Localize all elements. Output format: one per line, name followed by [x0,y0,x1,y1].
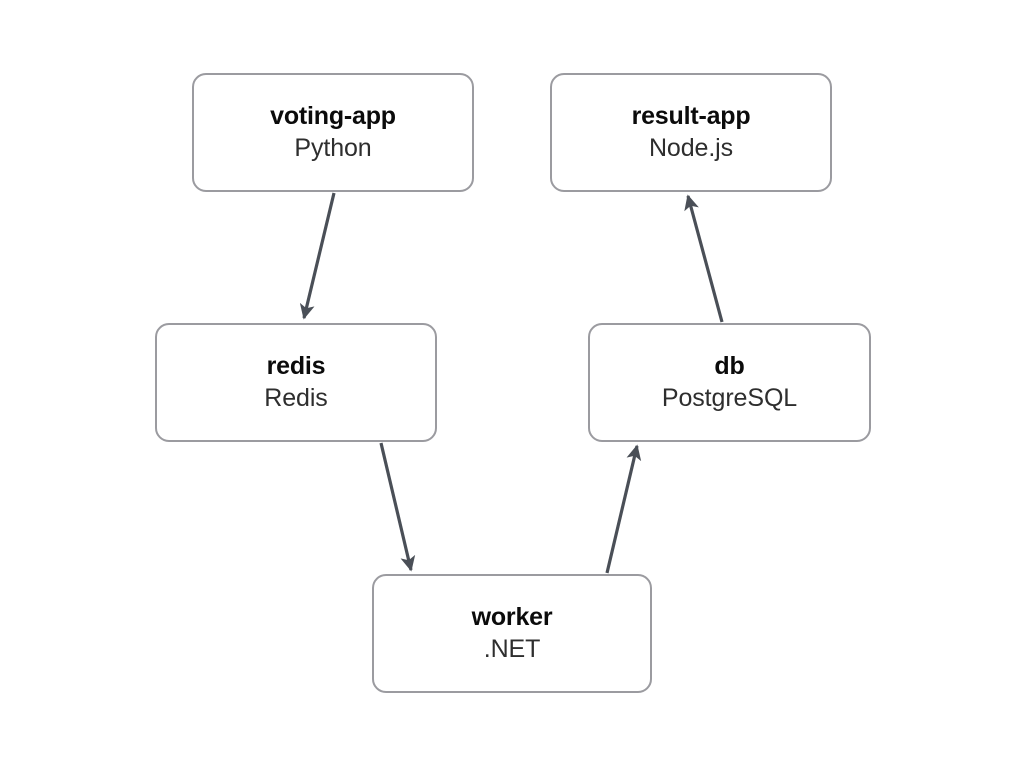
node-worker[interactable]: worker .NET [372,574,652,693]
node-subtitle: PostgreSQL [661,383,798,412]
node-title: worker [471,603,553,631]
node-title: result-app [631,102,751,130]
edge-voting-app-to-redis [299,192,336,320]
edge-worker-to-db [605,444,642,574]
node-result-app[interactable]: result-app Node.js [550,73,832,192]
node-title: redis [266,352,326,380]
node-voting-app[interactable]: voting-app Python [192,73,474,192]
node-subtitle: Redis [264,383,328,412]
node-title: db [714,352,745,380]
node-redis[interactable]: redis Redis [155,323,437,442]
edge-redis-to-worker [379,442,416,572]
node-db[interactable]: db PostgreSQL [588,323,871,442]
node-subtitle: Node.js [648,133,734,162]
node-subtitle: .NET [483,634,541,663]
node-title: voting-app [270,102,396,130]
node-subtitle: Python [294,133,372,162]
edge-db-to-result-app [684,194,724,323]
